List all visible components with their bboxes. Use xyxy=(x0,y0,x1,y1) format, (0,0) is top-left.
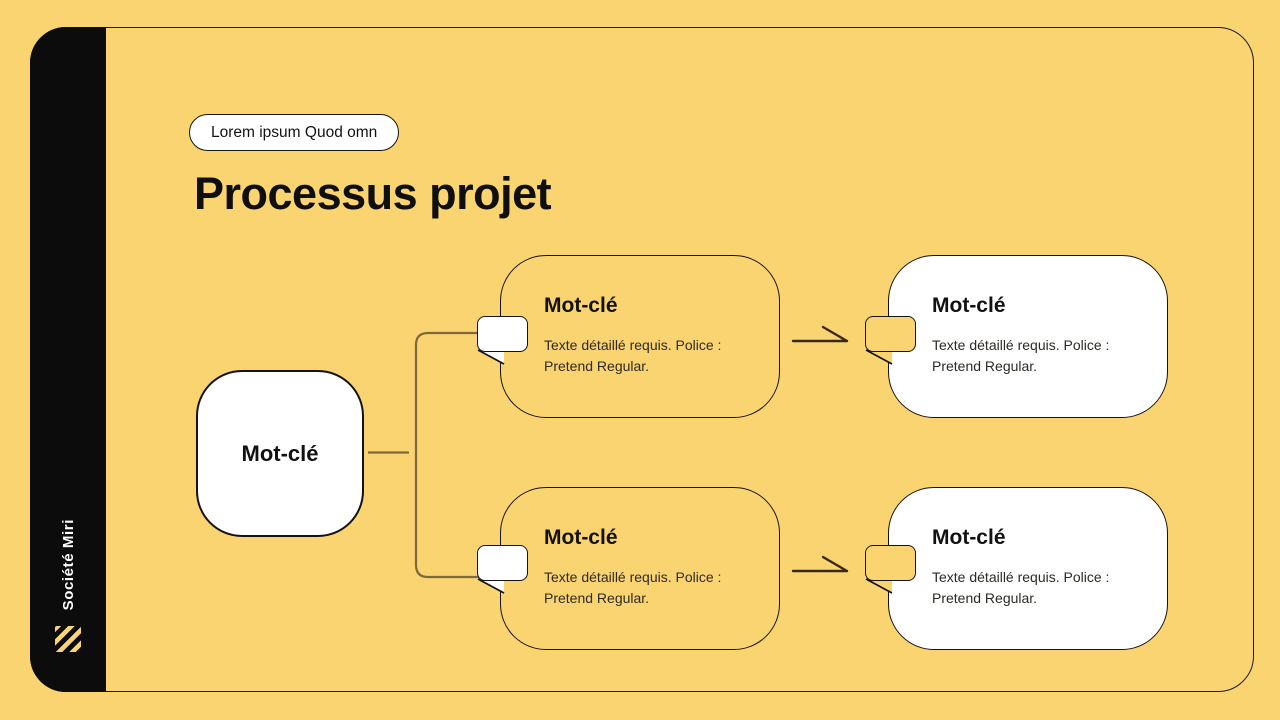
process-node-bottom-right[interactable]: Mot-clé Texte détaillé requis. Police : … xyxy=(888,487,1168,650)
company-logo-icon xyxy=(55,626,81,652)
node-body: Texte détaillé requis. Police : Pretend … xyxy=(544,337,722,374)
company-name: Société Miri xyxy=(59,518,77,610)
node-body: Texte détaillé requis. Police : Pretend … xyxy=(932,337,1110,374)
root-node[interactable]: Mot-clé xyxy=(196,370,364,537)
node-body: Texte détaillé requis. Police : Pretend … xyxy=(544,569,722,606)
header-badge-label: Lorem ipsum Quod omn xyxy=(211,123,378,141)
node-title: Mot-clé xyxy=(544,526,618,549)
note-tab-top-right[interactable] xyxy=(865,316,916,352)
header-badge[interactable]: Lorem ipsum Quod omn xyxy=(189,114,400,151)
note-tab-bottom-right[interactable] xyxy=(865,545,916,581)
process-node-top-right[interactable]: Mot-clé Texte détaillé requis. Police : … xyxy=(888,255,1168,418)
root-node-title: Mot-clé xyxy=(241,440,319,466)
note-tab-bottom-middle[interactable] xyxy=(477,545,528,581)
node-title: Mot-clé xyxy=(932,526,1006,549)
page-title: Processus projet xyxy=(194,168,552,219)
process-node-top-middle[interactable]: Mot-clé Texte détaillé requis. Police : … xyxy=(500,255,780,418)
node-title: Mot-clé xyxy=(932,294,1006,317)
note-tab-top-middle[interactable] xyxy=(477,316,528,352)
process-node-bottom-middle[interactable]: Mot-clé Texte détaillé requis. Police : … xyxy=(500,487,780,650)
node-body: Texte détaillé requis. Police : Pretend … xyxy=(932,569,1110,606)
sidebar: Société Miri xyxy=(30,27,106,692)
node-title: Mot-clé xyxy=(544,294,618,317)
